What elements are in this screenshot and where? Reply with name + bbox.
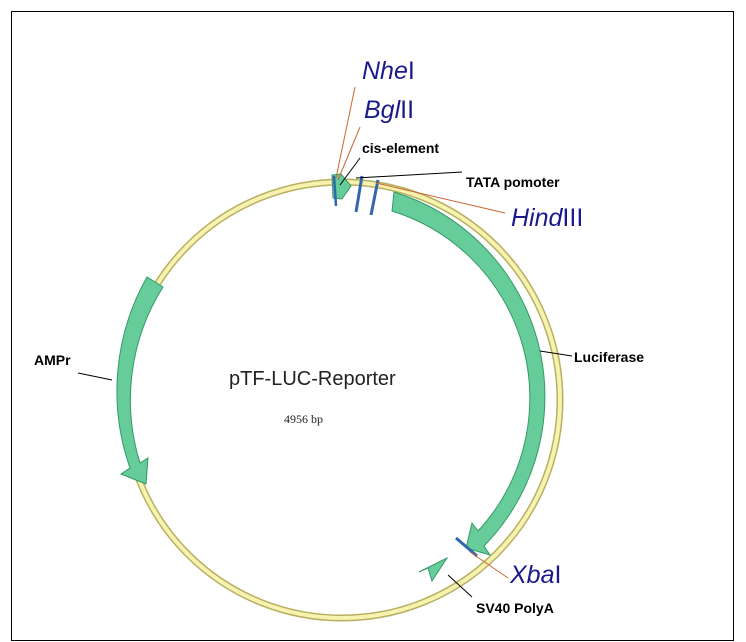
plasmid-size: 4956 bp: [284, 412, 323, 426]
sv40-polya-feature: [418, 556, 449, 583]
nhe-label-italic: Nhe: [362, 57, 408, 85]
xba-site-tick: [455, 536, 478, 558]
nhe-leader-line: [335, 86, 356, 179]
nhe-label-roman: I: [408, 57, 415, 85]
xba-label-italic: Xba: [509, 561, 555, 589]
cis-element-label: cis-element: [362, 140, 439, 156]
tata-leader-line: [355, 171, 463, 179]
hind-label-italic: Hind: [511, 204, 564, 232]
luciferase-label: Luciferase: [574, 349, 644, 365]
nhe-site-tick: [332, 175, 338, 207]
luciferase-feature: [391, 191, 546, 556]
cis-element-leader-line: [339, 157, 361, 186]
figure-frame: [11, 11, 734, 641]
hind-site-tick: [369, 179, 380, 216]
tata-label: TATA pomoter: [466, 174, 560, 190]
cis-element-feature: [331, 173, 352, 200]
hind-leader-line: [375, 182, 506, 214]
plasmid-name: pTF-LUC-Reporter: [229, 368, 396, 390]
xba-label: XbaI: [509, 561, 561, 589]
sv40-label: SV40 PolyA: [476, 600, 554, 616]
luciferase-leader-line: [539, 350, 573, 357]
nhe-label: NheI: [362, 57, 415, 85]
ampr-feature: [116, 276, 164, 485]
xba-label-roman: I: [554, 561, 561, 589]
hind-label: HindIII: [511, 204, 583, 232]
hind-label-roman: III: [562, 204, 583, 232]
ampr-leader-line: [77, 372, 113, 381]
xba-leader-line: [469, 551, 509, 579]
bgl-label-italic: Bgl: [364, 96, 402, 124]
bgl-label-roman: II: [400, 96, 414, 124]
sv40-leader-line: [447, 574, 473, 598]
ampr-label: AMPr: [34, 352, 71, 368]
bgl-label: BglII: [364, 96, 414, 124]
tata-tick: [354, 175, 364, 213]
plasmid-backbone: [120, 178, 564, 622]
bgl-leader-line: [337, 126, 361, 181]
